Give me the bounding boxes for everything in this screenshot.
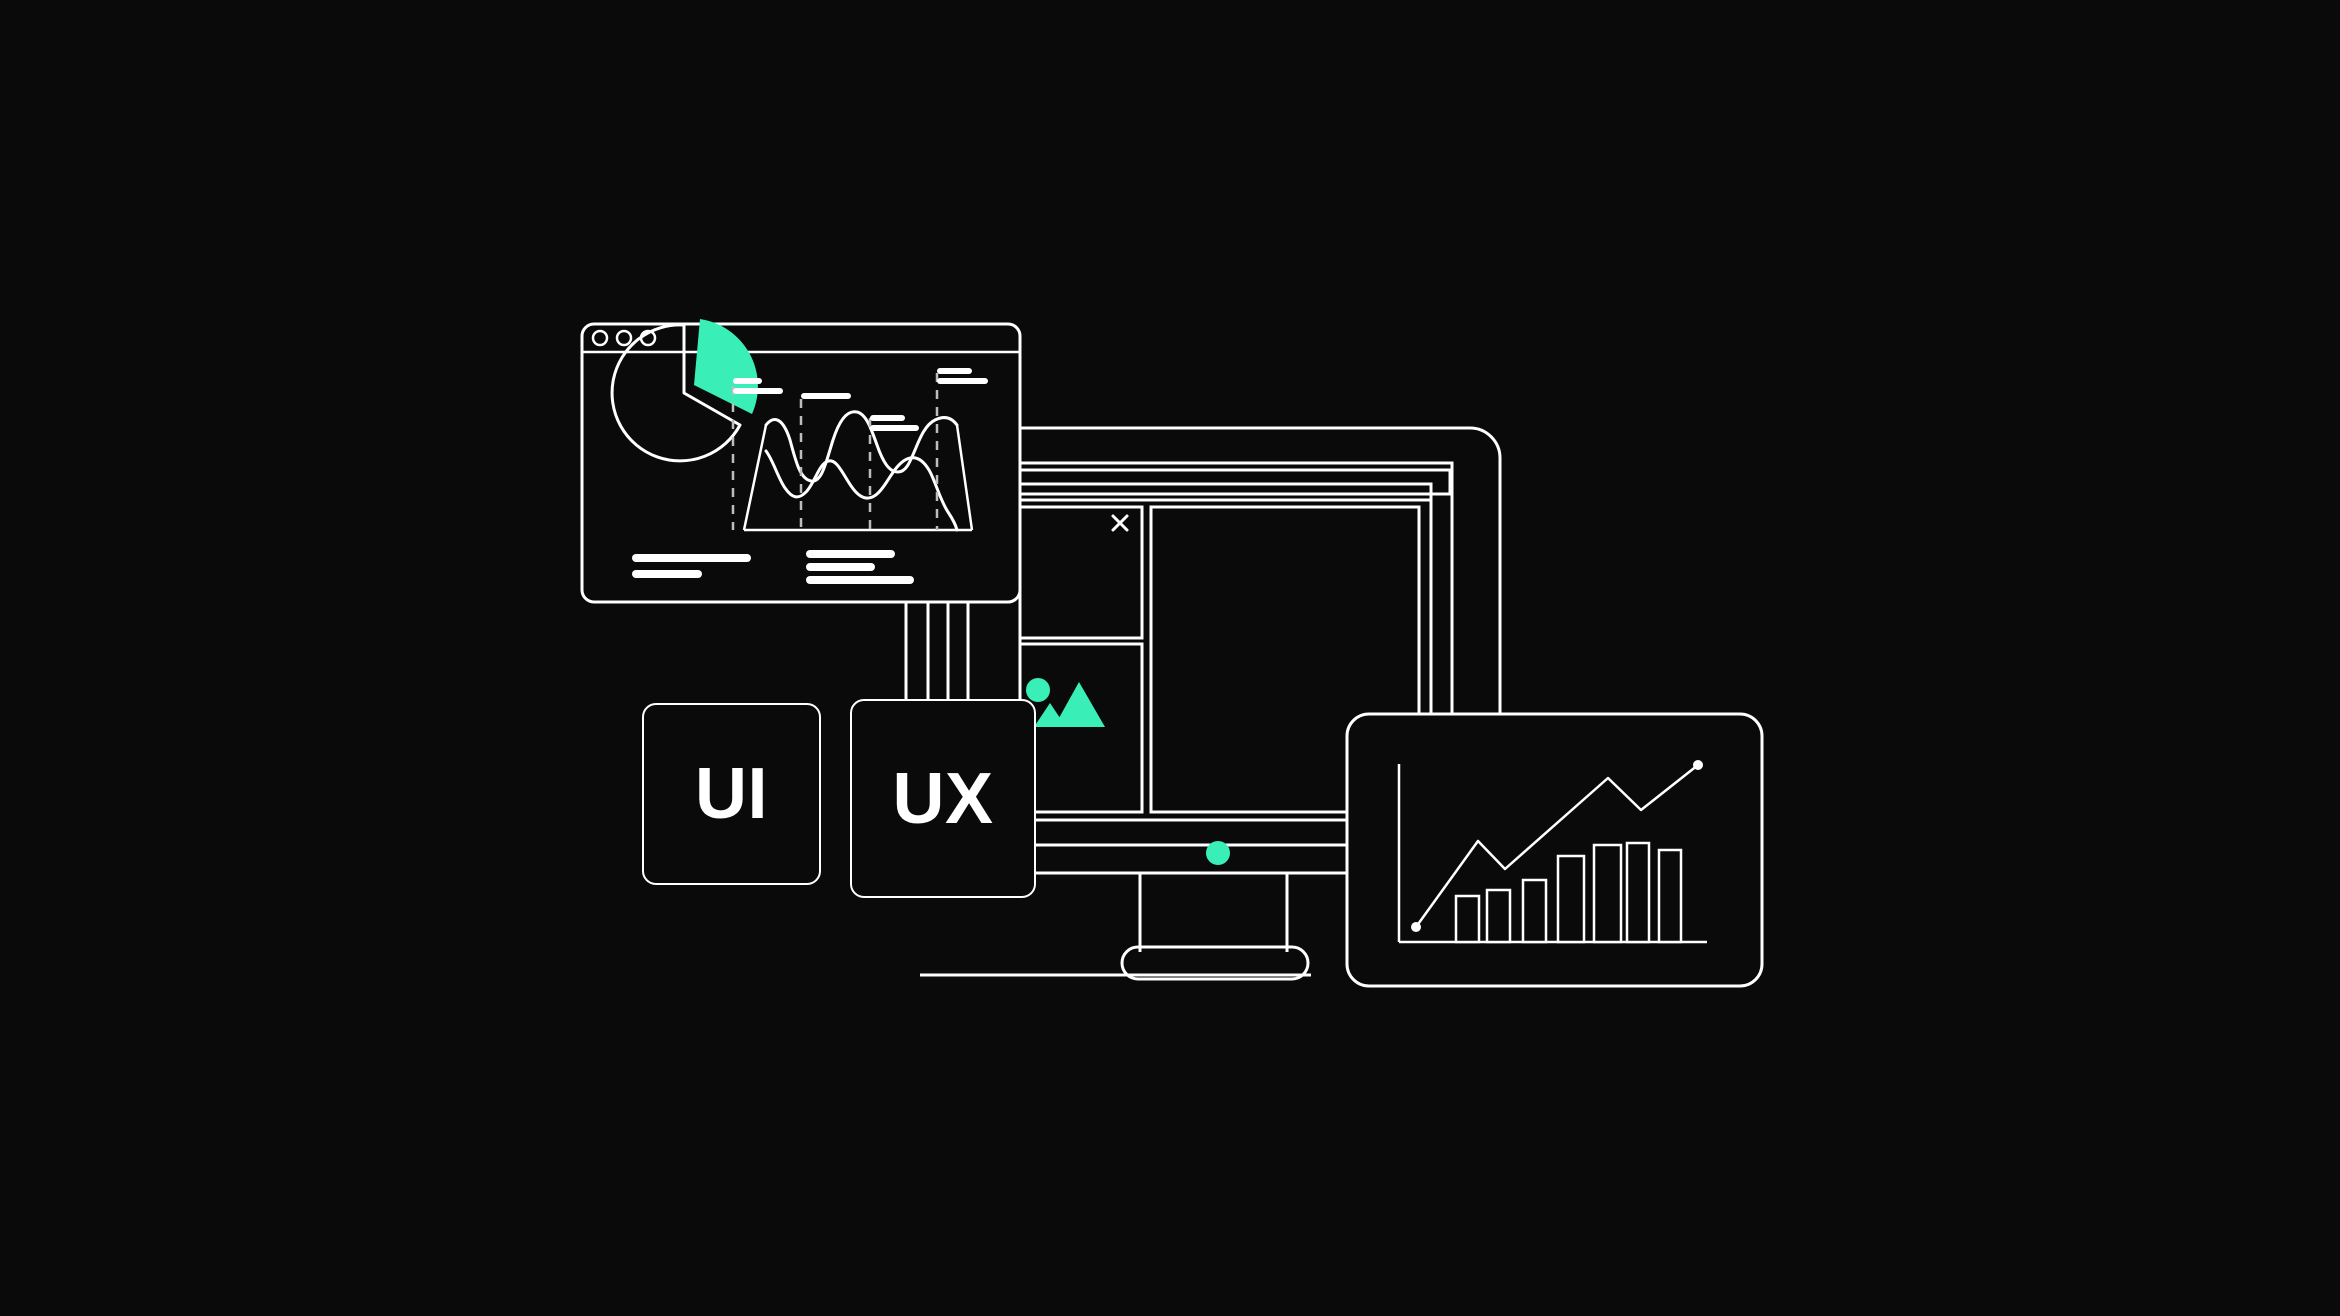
area-chart-wave-lower xyxy=(764,449,959,532)
area-chart-wave-upper xyxy=(764,410,959,483)
marker-label-2a xyxy=(801,393,851,399)
image-icon xyxy=(1026,678,1105,727)
marker-label-1a xyxy=(733,378,762,384)
monitor-top-strip xyxy=(1020,468,1452,496)
bar-6 xyxy=(1625,841,1651,944)
browser-window xyxy=(580,319,1022,604)
marker-labels xyxy=(733,368,988,431)
monitor-outer-shell xyxy=(1018,426,1502,875)
marker-label-1b xyxy=(733,388,783,394)
ux-label-card[interactable]: UX xyxy=(850,699,1036,898)
pie-chart-body xyxy=(610,323,742,463)
text-line-right-3 xyxy=(806,576,914,584)
analytics-bars xyxy=(1454,841,1683,944)
ui-label-card[interactable]: UI xyxy=(642,703,821,885)
marker-label-4a xyxy=(937,368,972,374)
marker-label-3b xyxy=(870,425,919,431)
area-chart-left-edge xyxy=(742,424,768,531)
monitor-stand-neck xyxy=(1138,873,1289,952)
area-chart-markers xyxy=(731,373,939,530)
browser-frame xyxy=(580,322,1022,604)
browser-text-placeholders xyxy=(632,550,914,584)
trend-start-dot xyxy=(1411,922,1421,932)
close-icon[interactable] xyxy=(1111,514,1129,532)
marker-label-4b xyxy=(937,378,988,384)
analytics-axes xyxy=(1397,764,1707,944)
bar-2 xyxy=(1485,888,1512,944)
bar-5 xyxy=(1592,843,1623,944)
power-indicator xyxy=(1206,841,1230,865)
ux-label-text: UX xyxy=(892,758,994,839)
bar-4 xyxy=(1556,854,1586,944)
text-line-left-2 xyxy=(632,570,702,578)
traffic-light-dot-1 xyxy=(591,329,609,347)
ui-label-text: UI xyxy=(695,754,768,834)
area-chart-right-edge xyxy=(955,424,974,531)
text-line-right-1 xyxy=(806,550,895,558)
panel-image xyxy=(1018,642,1144,814)
marker-label-3a xyxy=(870,415,905,421)
area-chart-icon xyxy=(731,373,974,532)
trend-end-dot xyxy=(1693,760,1703,770)
analytics-card-frame xyxy=(1345,712,1764,988)
analytics-trend-line xyxy=(1411,760,1703,932)
monitor-base xyxy=(1120,945,1310,981)
bar-7 xyxy=(1657,848,1683,944)
bar-3 xyxy=(1521,878,1548,944)
text-line-left-1 xyxy=(632,554,751,562)
analytics-card xyxy=(1345,712,1764,988)
bar-1 xyxy=(1454,894,1481,944)
connector-lines xyxy=(904,603,970,705)
traffic-light-dot-2 xyxy=(615,329,633,347)
trend-polyline xyxy=(1414,764,1699,928)
text-line-right-2 xyxy=(806,563,875,571)
